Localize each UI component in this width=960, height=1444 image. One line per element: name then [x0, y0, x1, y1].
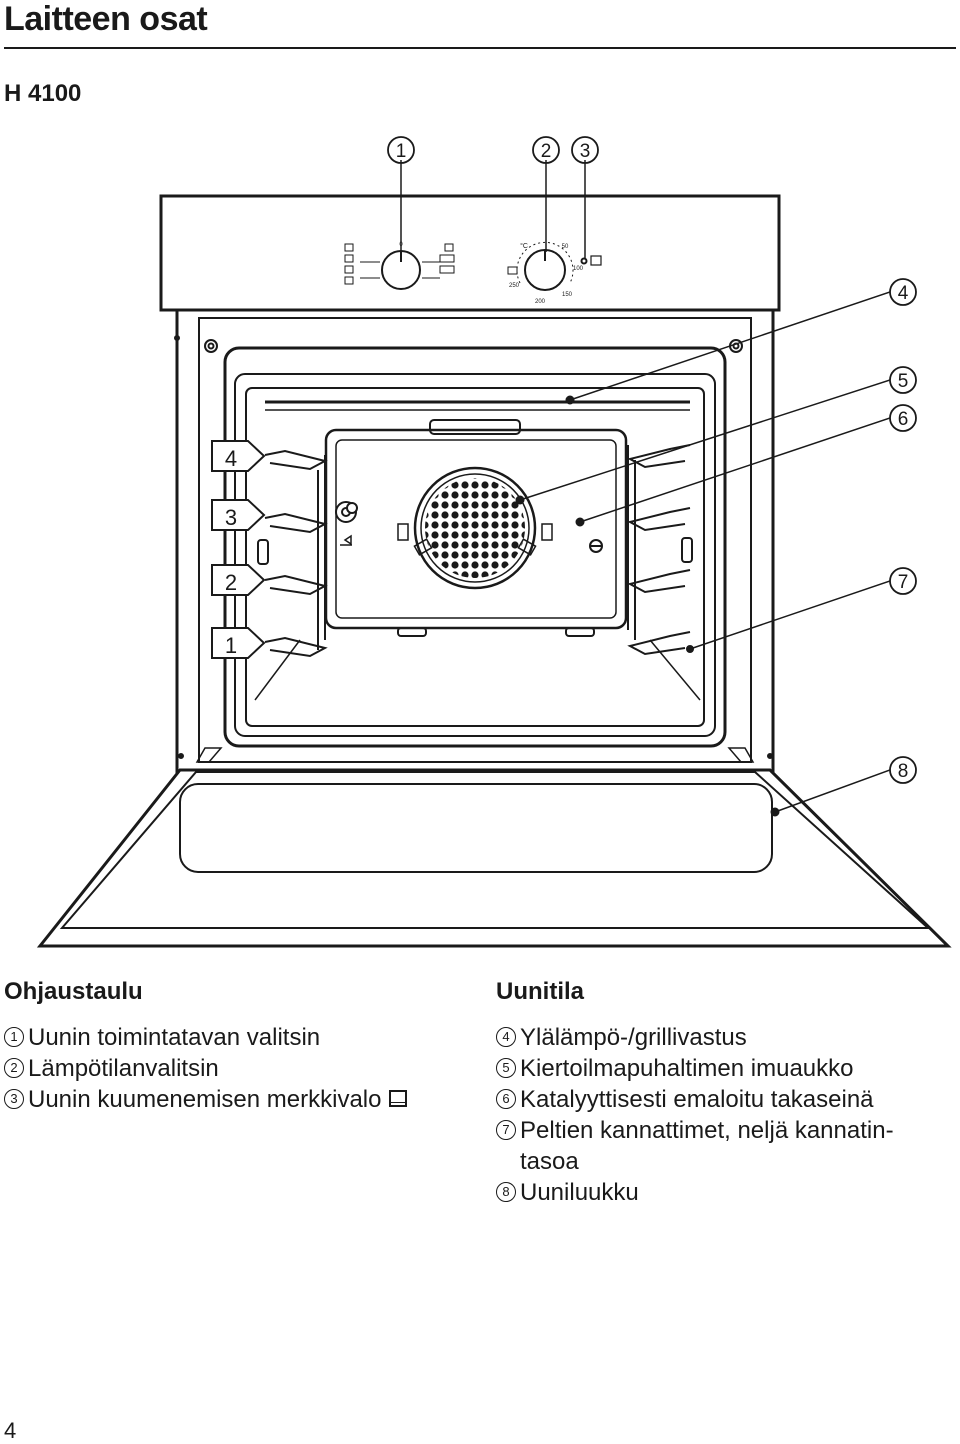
shelf-level-1: 1: [225, 633, 237, 658]
title-rule: [4, 47, 956, 49]
callout-5: 5: [898, 371, 909, 392]
legend-item-7: 7 Peltien kannattimet, neljä kannatin-: [496, 1115, 894, 1146]
legend-item-2: 2 Lämpötilanvalitsin: [4, 1053, 407, 1084]
callout-3: 3: [580, 141, 591, 162]
callout-4: 4: [898, 283, 909, 304]
page-number: 4: [4, 1418, 17, 1443]
ohjaustaulu-heading: Ohjaustaulu: [4, 978, 143, 1005]
callout-2: 2: [541, 141, 552, 162]
legend-item-8: 8 Uuniluukku: [496, 1177, 894, 1208]
callout-7: 7: [898, 572, 909, 593]
callout-8: 8: [898, 761, 909, 782]
shelf-level-3: 3: [225, 505, 237, 530]
legend-text-1: Uunin toimintatavan valitsin: [28, 1024, 321, 1051]
shelf-runners-right: [627, 444, 701, 701]
legend-text-7-cont: tasoa: [520, 1148, 579, 1175]
shelf-runners-left: [254, 449, 328, 701]
fan-intake: [413, 466, 537, 590]
uunitila-heading: Uunitila: [496, 978, 584, 1005]
control-panel: [159, 194, 781, 312]
heat-indicator-light: [580, 255, 602, 266]
callout-1: 1: [396, 141, 407, 162]
function-selector[interactable]: [344, 243, 455, 290]
shelf-level-2: 2: [225, 570, 237, 595]
temp-100: 100: [573, 266, 584, 272]
legend-item-4: 4 Ylälämpö-/grillivastus: [496, 1022, 894, 1053]
legend-num-6: 6: [496, 1089, 516, 1109]
legend-text-3: Uunin kuumenemisen merkkivalo: [28, 1086, 382, 1113]
legend-num-5: 5: [496, 1058, 516, 1078]
legend-text-5: Kiertoilmapuhaltimen imuaukko: [520, 1055, 854, 1082]
legend-num-1: 1: [4, 1027, 24, 1047]
temp-50: 50: [562, 244, 569, 250]
legend-num-2: 2: [4, 1058, 24, 1078]
temperature-selector[interactable]: [507, 241, 574, 291]
temp-unit: °C: [520, 242, 528, 250]
callout-6: 6: [898, 409, 909, 430]
legend-num-4: 4: [496, 1027, 516, 1047]
temp-200: 200: [535, 299, 546, 305]
uunitila-legend: 4 Ylälämpö-/grillivastus 5 Kiertoilmapuh…: [496, 1022, 894, 1208]
legend-num-3: 3: [4, 1089, 24, 1109]
legend-item-3: 3 Uunin kuumenemisen merkkivalo: [4, 1084, 408, 1115]
ohjaustaulu-legend: 1 Uunin toimintatavan valitsin 2 Lämpöti…: [4, 1022, 408, 1115]
selector-zero-mark: 0: [399, 242, 403, 248]
temp-250: 250: [509, 283, 520, 289]
shelf-level-4: 4: [225, 446, 237, 471]
legend-text-2: Lämpötilanvalitsin: [28, 1055, 219, 1082]
oven-diagram: 1 2 3 4 5 6 7 8 4 3 2 1 0 °C 50 100 150 …: [36, 136, 952, 948]
legend-text-8: Uuniluukku: [520, 1179, 639, 1206]
legend-item-1: 1 Uunin toimintatavan valitsin: [4, 1022, 407, 1053]
legend-text-6: Katalyyttisesti emaloitu takaseinä: [520, 1086, 874, 1113]
legend-text-7: Peltien kannattimet, neljä kannatin-: [520, 1117, 894, 1144]
legend-item-5: 5 Kiertoilmapuhaltimen imuaukko: [496, 1053, 894, 1084]
legend-text-4: Ylälämpö-/grillivastus: [520, 1024, 747, 1051]
temp-150: 150: [562, 292, 573, 298]
indicator-light-icon: [389, 1090, 408, 1107]
oven-door: [36, 747, 952, 948]
legend-item-6: 6 Katalyyttisesti emaloitu takaseinä: [496, 1084, 894, 1115]
legend-num-8: 8: [496, 1182, 516, 1202]
legend-item-7-continued: tasoa: [496, 1146, 894, 1177]
model-name: H 4100: [4, 80, 82, 107]
page-title: Laitteen osat: [4, 0, 208, 38]
legend-num-7: 7: [496, 1120, 516, 1140]
